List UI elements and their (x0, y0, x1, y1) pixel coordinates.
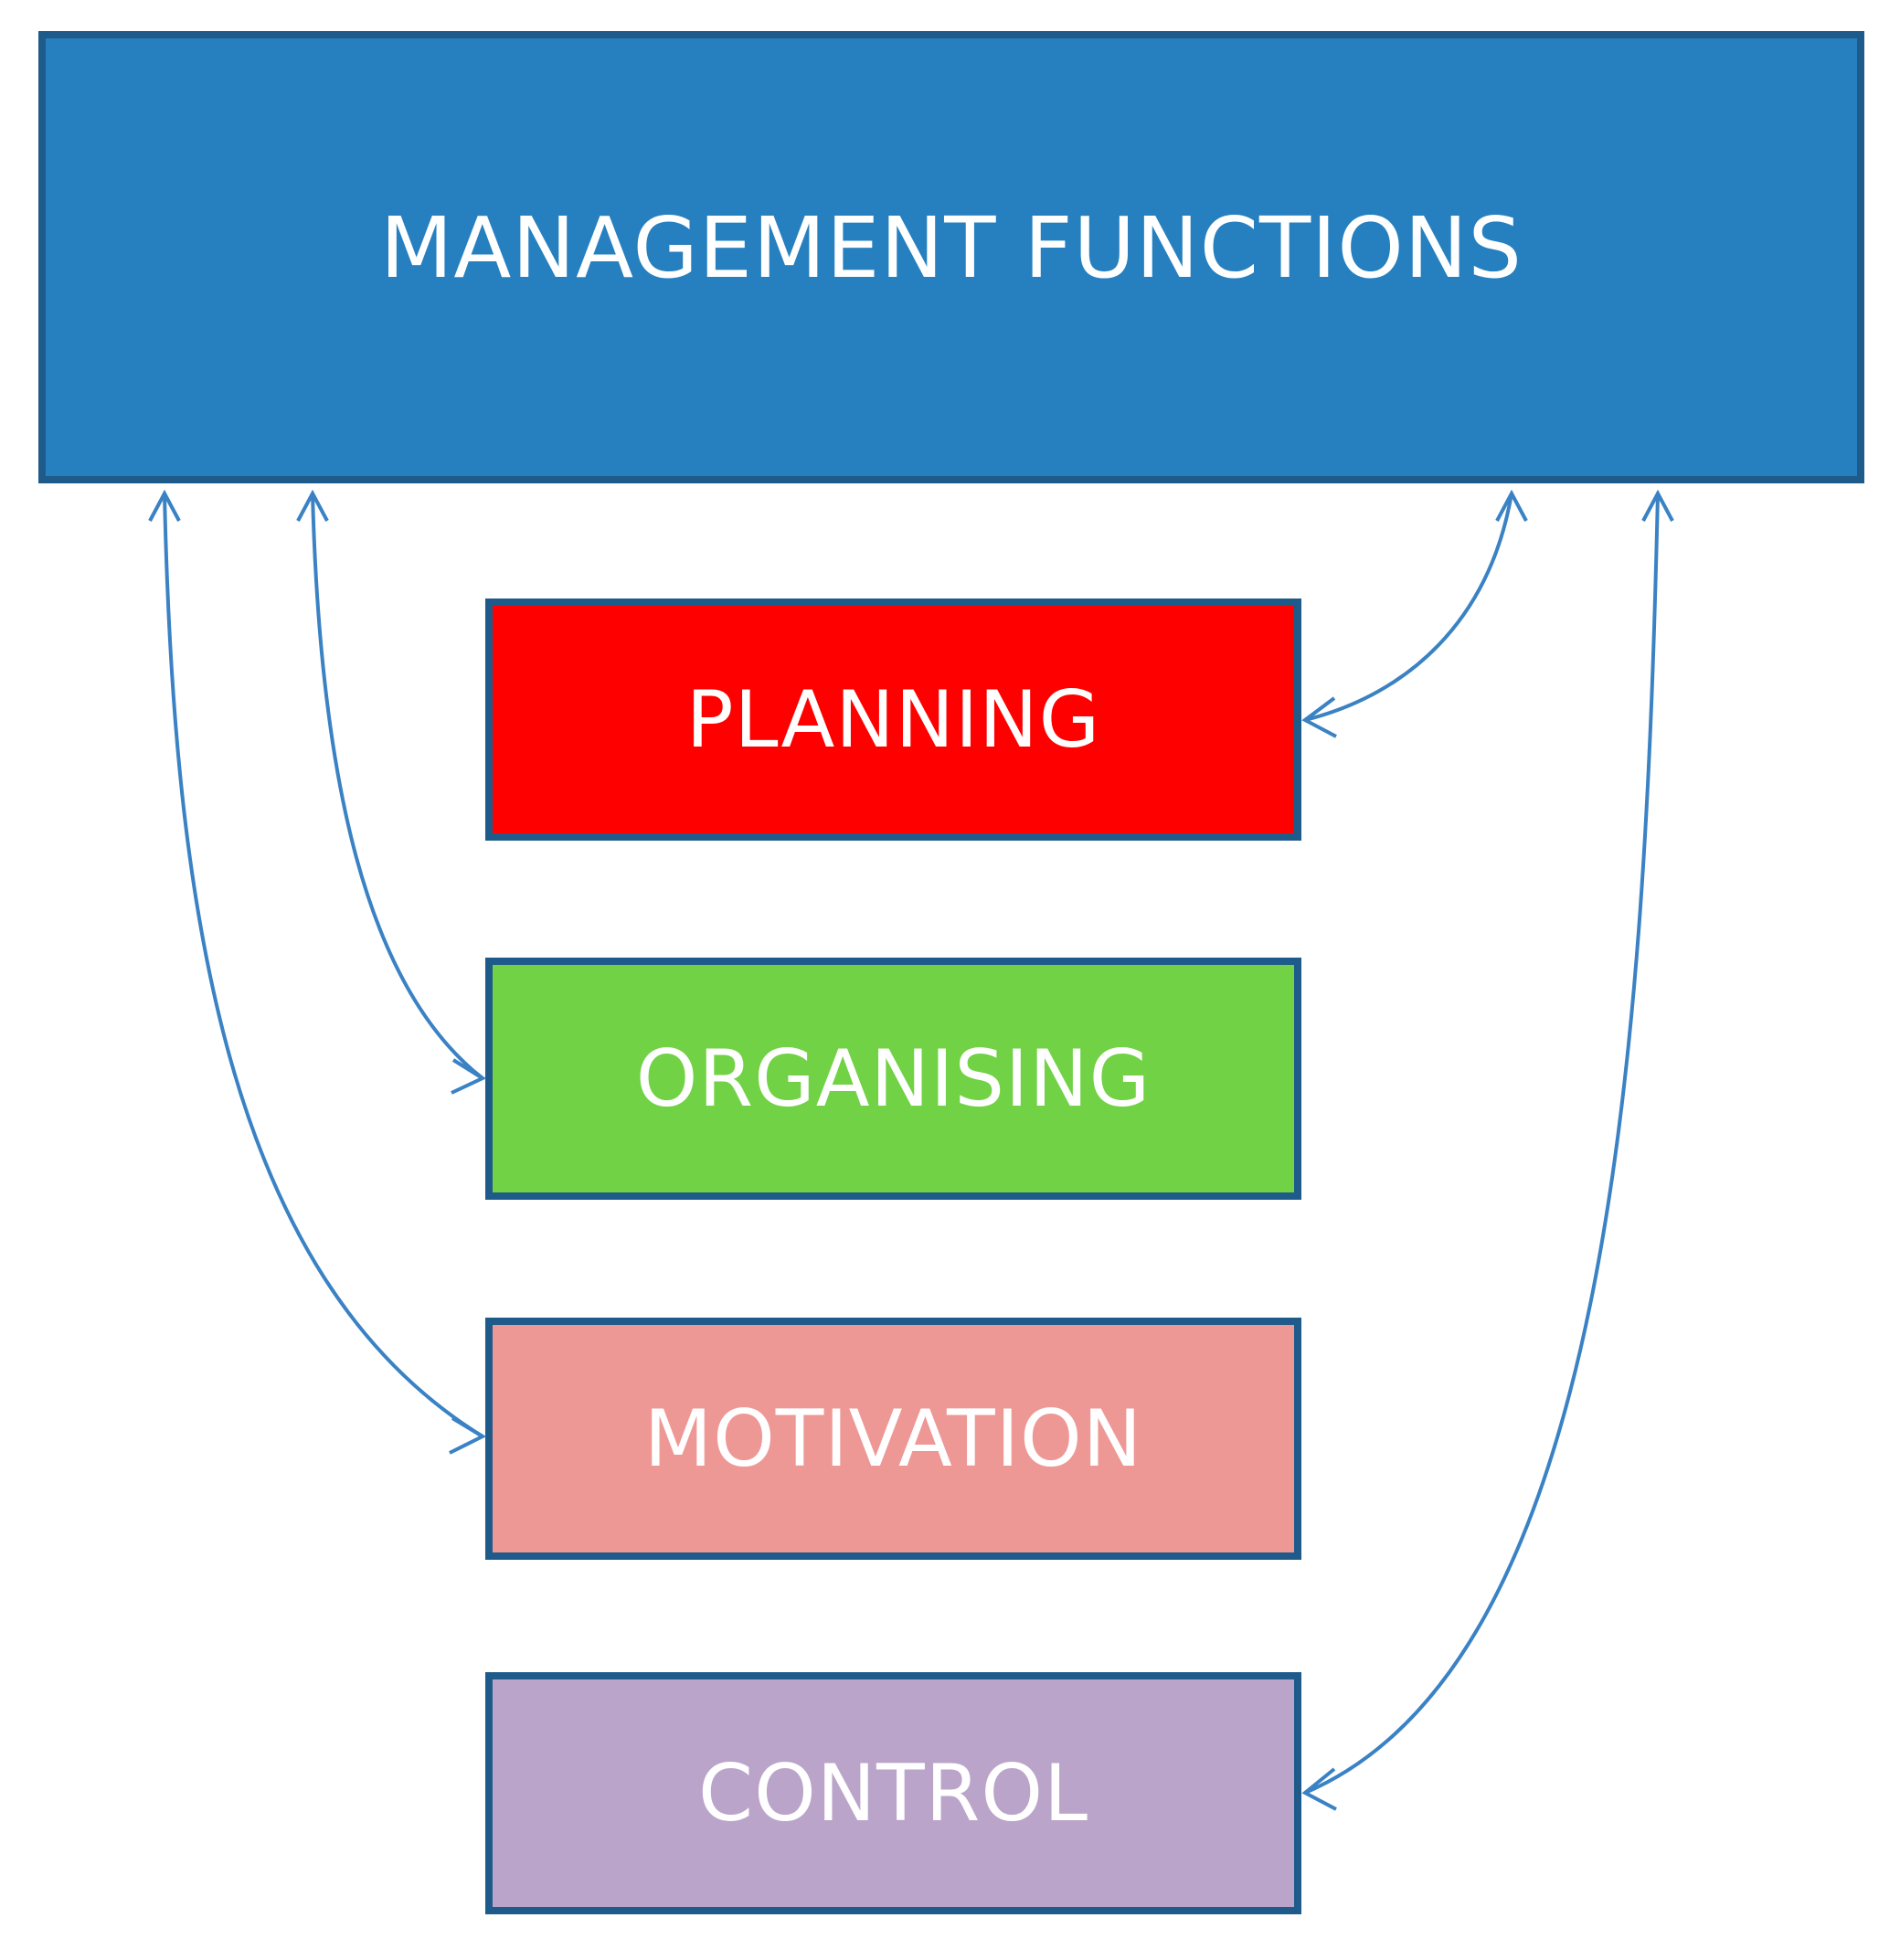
control-box: CONTROL (485, 1672, 1301, 1914)
management-functions-box: MANAGEMENT FUNCTIONS (38, 31, 1864, 483)
arrow-management-organising (296, 489, 487, 1095)
arrow-management-planning (1301, 489, 1528, 738)
organising-label: ORGANISING (635, 1033, 1152, 1125)
organising-box: ORGANISING (485, 958, 1301, 1200)
management-functions-title: MANAGEMENT FUNCTIONS (380, 199, 1523, 297)
planning-label: PLANNING (685, 673, 1101, 766)
control-label: CONTROL (698, 1747, 1088, 1839)
planning-box: PLANNING (485, 599, 1301, 841)
motivation-box: MOTIVATION (485, 1318, 1301, 1560)
motivation-label: MOTIVATION (643, 1393, 1143, 1485)
arrow-management-motivation (148, 489, 487, 1455)
arrow-management-control (1301, 489, 1674, 1811)
